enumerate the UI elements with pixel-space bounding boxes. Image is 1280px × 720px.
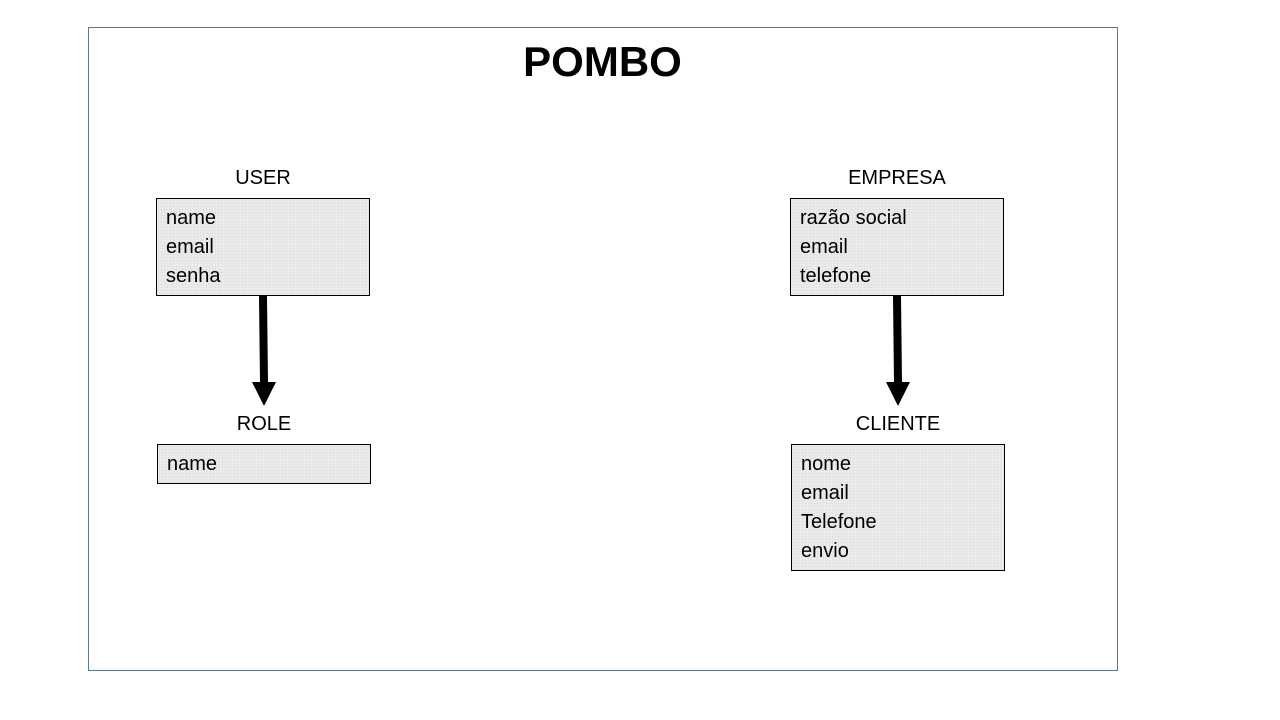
entity-label-cliente: CLIENTE	[855, 413, 941, 435]
entity-field: Telefone	[801, 511, 877, 533]
entity-box-cliente: nome email Telefone envio	[791, 444, 1005, 571]
entity-field: email	[800, 236, 848, 258]
entity-field: nome	[801, 453, 852, 475]
entity-field: telefone	[800, 265, 872, 287]
entity-box-user: name email senha	[156, 198, 370, 296]
entity-box-empresa: razão social email telefone	[790, 198, 1004, 296]
entity-field: name	[166, 207, 217, 229]
entity-box-role: name	[157, 444, 371, 484]
entity-field: name	[167, 453, 218, 475]
entity-field: razão social	[800, 207, 907, 229]
entity-field: senha	[166, 265, 221, 287]
entity-field: email	[166, 236, 214, 258]
entity-label-user: USER	[235, 167, 291, 189]
diagram-title: POMBO	[523, 38, 682, 85]
entity-label-empresa: EMPRESA	[848, 167, 946, 189]
diagram-frame	[88, 27, 1118, 671]
entity-field: email	[801, 482, 849, 504]
entity-field: envio	[801, 540, 849, 562]
entity-label-role: ROLE	[236, 413, 292, 435]
